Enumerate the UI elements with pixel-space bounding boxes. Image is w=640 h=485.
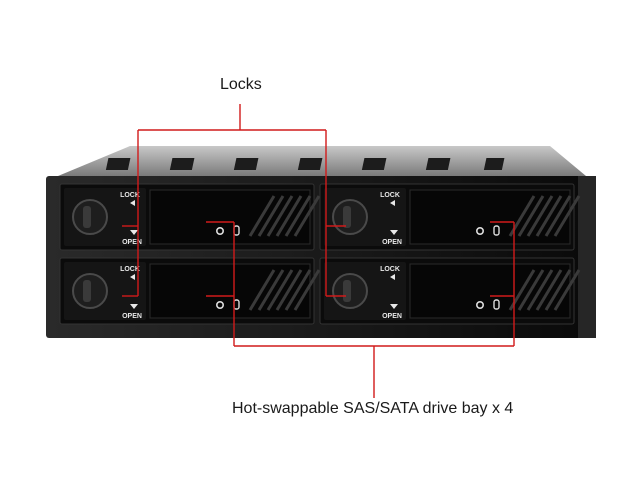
open-arrow-icon — [390, 230, 398, 235]
disk-icon — [493, 299, 500, 310]
open-arrow-icon — [130, 230, 138, 235]
drive-bay-tray[interactable]: LOCK OPEN — [319, 257, 581, 325]
cage-top-plate — [58, 146, 586, 176]
tray-vent-slots — [248, 269, 321, 311]
top-vent-holes — [105, 158, 505, 170]
locks-callout-label: Locks — [220, 76, 262, 93]
drive-bay-callout-label: Hot-swappable SAS/SATA drive bay x 4 — [232, 400, 514, 417]
drive-bay-tray[interactable]: LOCK OPEN — [59, 183, 321, 251]
open-label: OPEN — [122, 313, 142, 320]
tray-vent-slots — [248, 195, 321, 237]
key-lock-icon[interactable] — [72, 199, 108, 235]
drive-bay-tray[interactable]: LOCK OPEN — [59, 257, 321, 325]
lock-arrow-icon — [390, 274, 395, 280]
lock-label: LOCK — [120, 266, 140, 273]
key-lock-icon[interactable] — [332, 199, 368, 235]
open-arrow-icon — [390, 304, 398, 309]
lock-arrow-icon — [390, 200, 395, 206]
open-label: OPEN — [122, 239, 142, 246]
gear-icon — [216, 227, 225, 236]
lock-arrow-icon — [130, 200, 135, 206]
drive-bay-tray[interactable]: LOCK OPEN — [319, 183, 581, 251]
callout-lines — [122, 104, 515, 398]
open-label: OPEN — [382, 239, 402, 246]
gear-icon — [475, 227, 484, 236]
open-label: OPEN — [382, 313, 402, 320]
lock-label: LOCK — [380, 266, 400, 273]
lock-arrow-icon — [130, 274, 135, 280]
key-lock-icon[interactable] — [72, 273, 108, 309]
gear-icon — [475, 300, 484, 309]
cage-right-side — [578, 176, 596, 338]
open-arrow-icon — [130, 304, 138, 309]
key-lock-icon[interactable] — [332, 273, 368, 309]
gear-icon — [216, 300, 225, 309]
lock-label: LOCK — [380, 192, 400, 199]
disk-icon — [493, 225, 500, 236]
lock-label: LOCK — [120, 192, 140, 199]
